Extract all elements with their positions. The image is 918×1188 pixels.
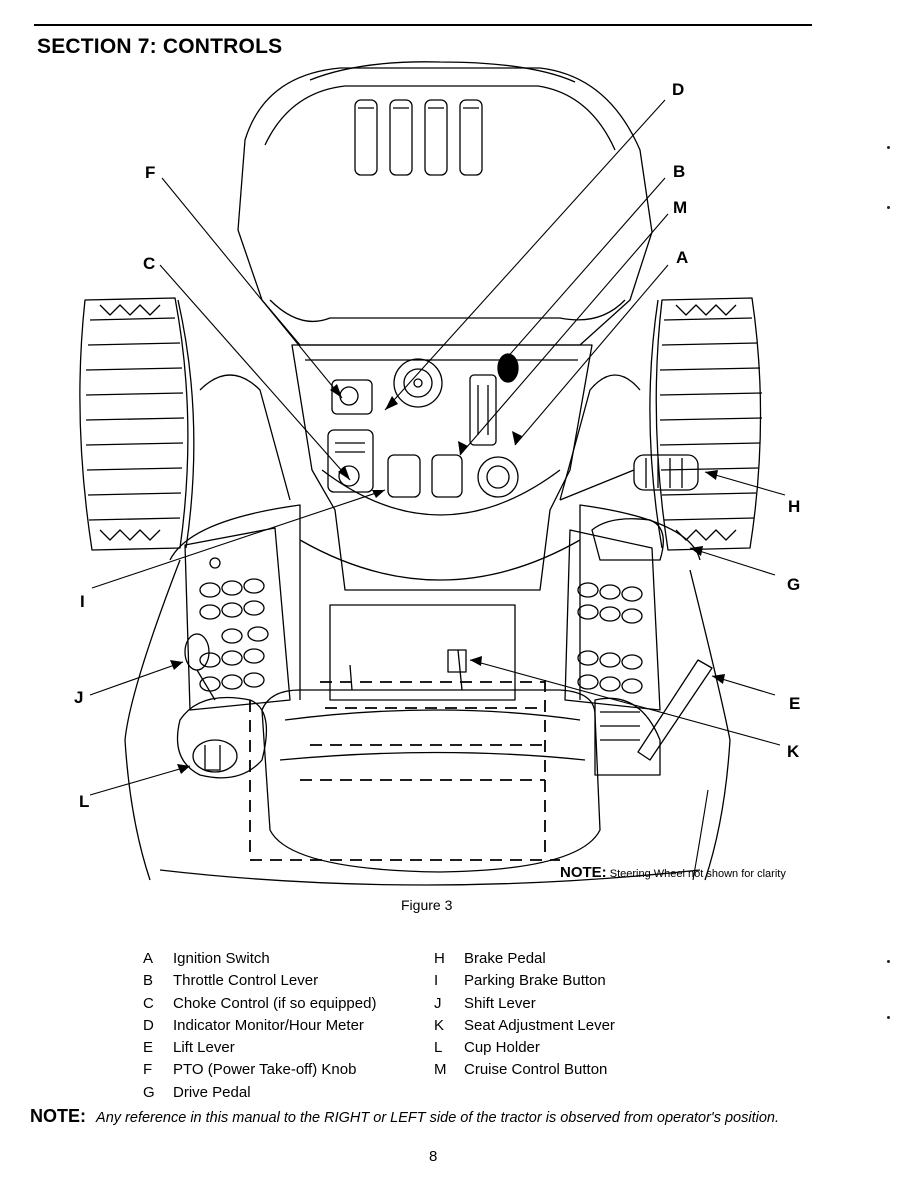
legend-label: Indicator Monitor/Hour Meter [173,1016,364,1034]
right-tire [649,297,763,551]
body-outline [169,504,701,700]
callout-j: J [74,688,84,707]
dashboard [291,344,593,591]
legend-key: D [143,1016,154,1034]
legend-left: A Ignition Switch B Throttle Control Lever… [143,948,376,1104]
section-title: SECTION 7: CONTROLS [37,35,283,58]
callout-h: H [788,497,801,516]
callout-i: I [80,592,85,611]
left-footrest [184,527,291,711]
legend-label: Shift Lever [464,994,536,1012]
operator-position-note: NOTE: Any reference in this manual to th… [30,1106,779,1127]
legend-label: Throttle Control Lever [173,972,319,990]
legend-label: Parking Brake Button [464,972,606,990]
figure-note: NOTE: Steering Wheel not shown for clari… [560,864,786,881]
legend-item: J Shift Lever [434,993,615,1015]
figure-note-label: NOTE: [560,864,607,881]
tractor-controls-figure [79,61,786,886]
legend-item: H Brake Pedal [434,948,615,970]
legend-item: K Seat Adjustment Lever [434,1015,615,1037]
legend-key: L [434,1039,443,1057]
scan-speck [887,146,890,149]
legend-item: L Cup Holder [434,1037,615,1059]
legend-item: G Drive Pedal [143,1082,376,1104]
legend-key: B [143,972,154,990]
callout-k: K [787,742,800,761]
note-label: NOTE: [30,1106,86,1126]
legend-key: H [434,950,445,967]
legend-key: E [143,1039,154,1057]
scan-speck [887,206,890,209]
callout-b: B [673,162,686,181]
callout-g: G [787,575,801,594]
hood-vents [354,99,483,176]
scan-speck [887,1016,890,1019]
legend-item: C Choke Control (if so equipped) [143,993,376,1015]
legend-item: D Indicator Monitor/Hour Meter [143,1015,376,1037]
legend-key: J [434,994,442,1012]
legend-key: G [143,1083,155,1101]
callout-l: L [79,792,90,811]
legend-key: M [434,1061,447,1079]
scan-speck [887,960,890,963]
legend-label: Seat Adjustment Lever [464,1016,615,1034]
legend-label: PTO (Power Take-off) Knob [173,1061,357,1079]
legend-key: I [434,972,439,990]
legend-item: E Lift Lever [143,1037,376,1059]
right-footrest [564,529,661,711]
legend-right: H Brake Pedal I Parking Brake Button J Shif… [434,948,615,1082]
legend-item: B Throttle Control Lever [143,970,376,992]
legend-item: F PTO (Power Take-off) Knob [143,1059,376,1081]
legend-key: F [143,1061,153,1079]
legend-item: M Cruise Control Button [434,1059,615,1081]
legend-key: C [143,994,154,1012]
legend-label: Ignition Switch [173,950,270,967]
legend-label: Lift Lever [173,1039,235,1057]
legend-label: Choke Control (if so equipped) [173,994,377,1012]
hood [237,67,653,346]
legend-key: A [143,950,154,967]
legend-item: I Parking Brake Button [434,970,615,992]
callout-a: A [676,248,689,267]
legend-label: Cup Holder [464,1039,540,1057]
callout-m: M [673,198,688,217]
callout-d: D [672,80,685,99]
callout-c: C [143,254,156,273]
page-number: 8 [429,1148,438,1165]
header-rule [34,24,812,26]
legend-item: A Ignition Switch [143,948,376,970]
figure-note-text: Steering Wheel not shown for clarity [609,868,786,880]
legend-label: Drive Pedal [173,1083,251,1101]
left-tire [79,297,195,551]
seat [261,689,601,873]
legend-key: K [434,1016,445,1034]
figure-caption: Figure 3 [401,897,453,913]
legend-label: Cruise Control Button [464,1061,608,1079]
callout-e: E [789,694,801,713]
callout-f: F [145,163,156,182]
note-text: Any reference in this manual to the RIGH… [96,1110,779,1126]
legend-label: Brake Pedal [464,950,546,967]
